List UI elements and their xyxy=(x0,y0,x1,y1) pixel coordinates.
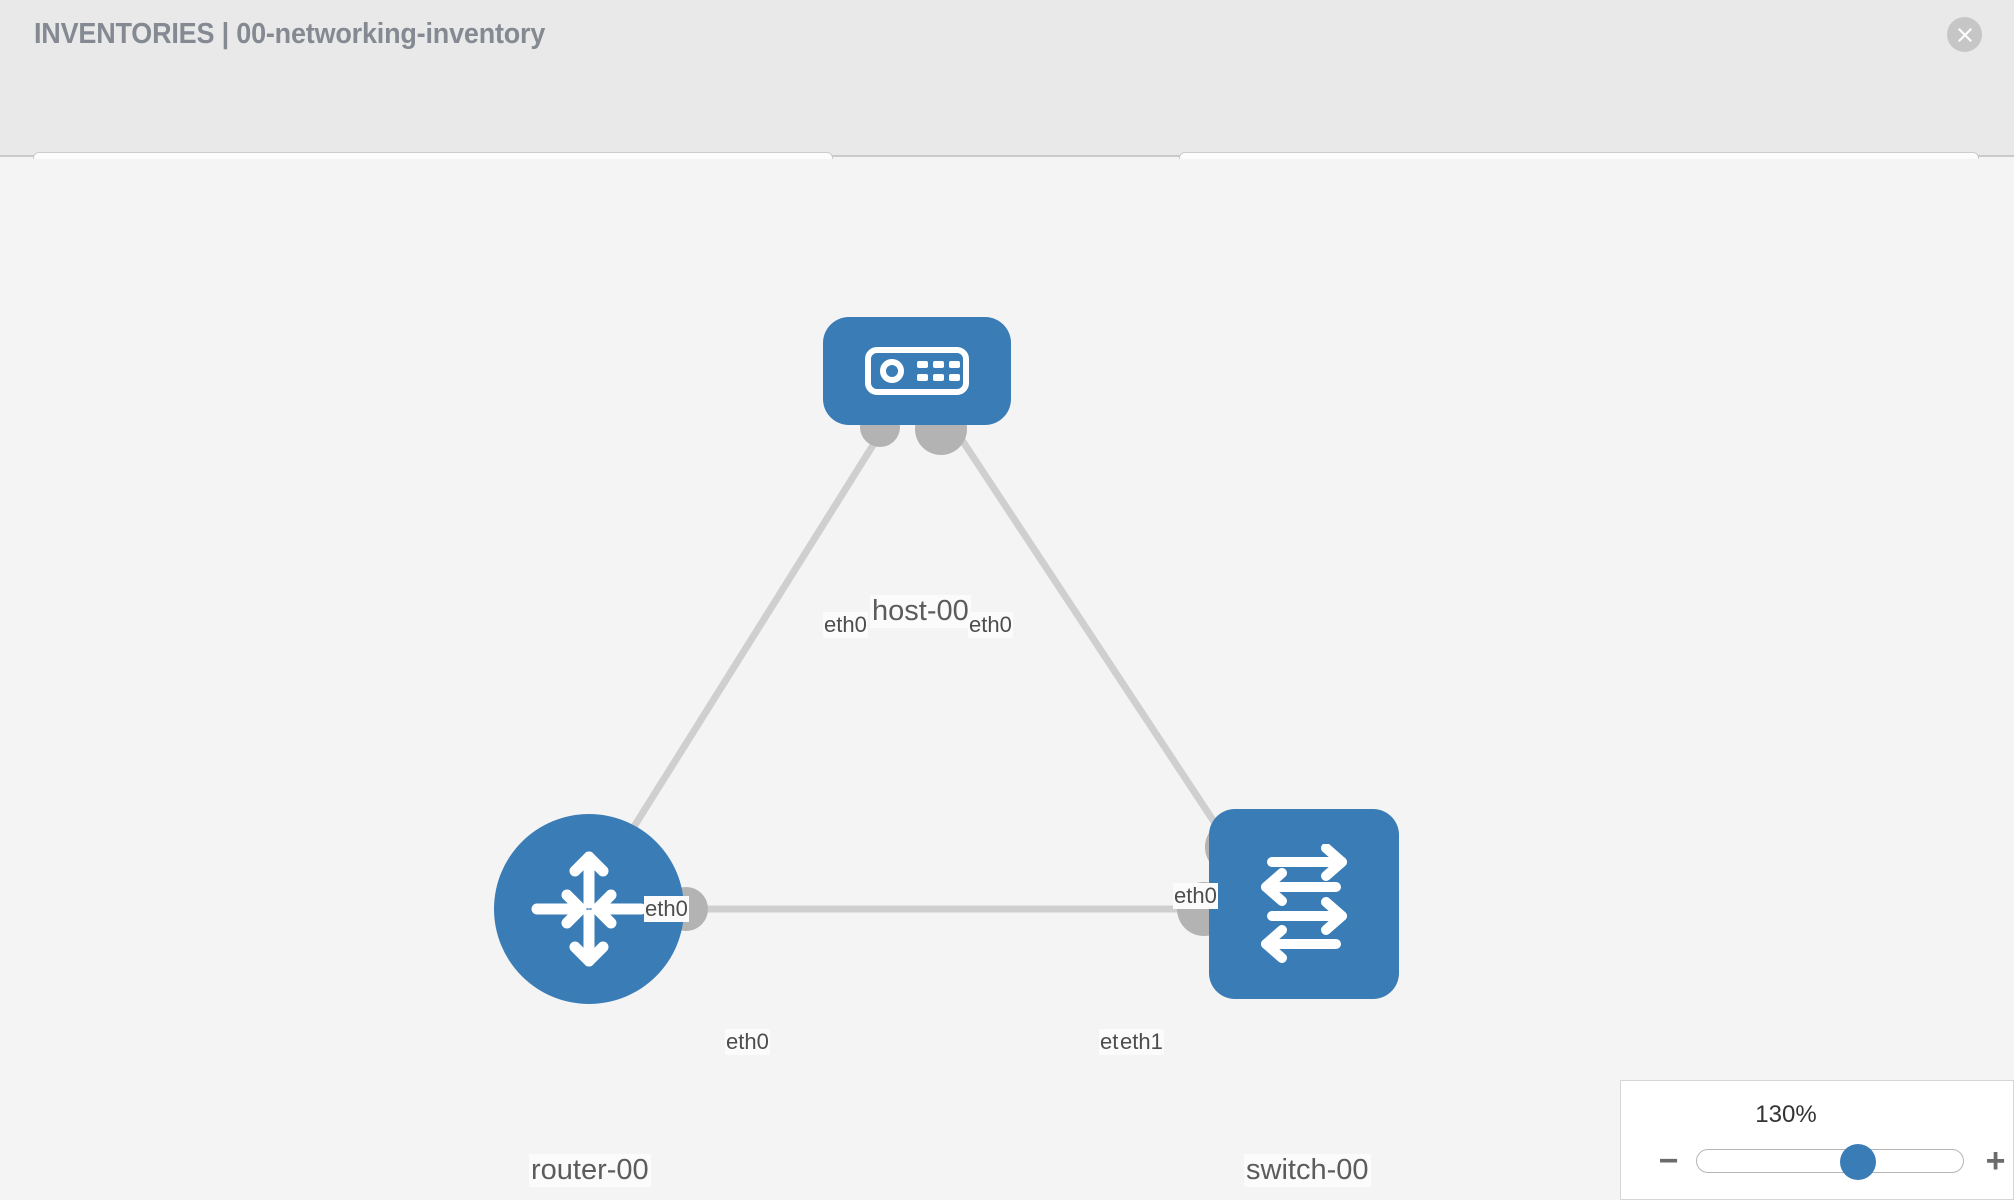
switch-arrows-icon xyxy=(1261,844,1347,963)
zoom-out-button[interactable]: − xyxy=(1658,1142,1679,1180)
link-ports xyxy=(664,403,1259,936)
topology-canvas[interactable]: host-00 router-00 switch-00 eth0 eth0 et… xyxy=(0,159,2014,1200)
router-arrows-icon xyxy=(531,851,647,967)
topology-graph: host-00 router-00 switch-00 eth0 eth0 et… xyxy=(0,159,2014,1200)
zoom-slider-thumb[interactable] xyxy=(1839,1144,1876,1180)
zoom-slider-row: − + xyxy=(1621,1141,2014,1181)
server-icon xyxy=(865,347,969,395)
node-switch-00[interactable] xyxy=(1209,809,1399,999)
node-host-00[interactable] xyxy=(823,317,1011,425)
page-title: INVENTORIES | 00-networking-inventory xyxy=(34,17,546,50)
close-x-glyph xyxy=(1957,27,1972,42)
zoom-in-button[interactable]: + xyxy=(1985,1142,2006,1180)
zoom-level-value: 130% xyxy=(1755,1101,1817,1128)
node-router-00[interactable] xyxy=(494,814,684,1004)
link-lines xyxy=(617,432,1235,913)
toolbar: ACTIONS SEARCH xyxy=(0,68,2014,210)
topology-links-layer xyxy=(617,403,1259,936)
close-icon[interactable] xyxy=(1947,17,1982,52)
zoom-control-panel: 130% − + xyxy=(1620,1080,2014,1200)
link-host-router[interactable] xyxy=(617,432,883,851)
link-host-switch[interactable] xyxy=(955,432,1235,851)
zoom-slider[interactable] xyxy=(1696,1144,1964,1180)
page-header: INVENTORIES | 00-networking-inventory xyxy=(0,0,2014,68)
